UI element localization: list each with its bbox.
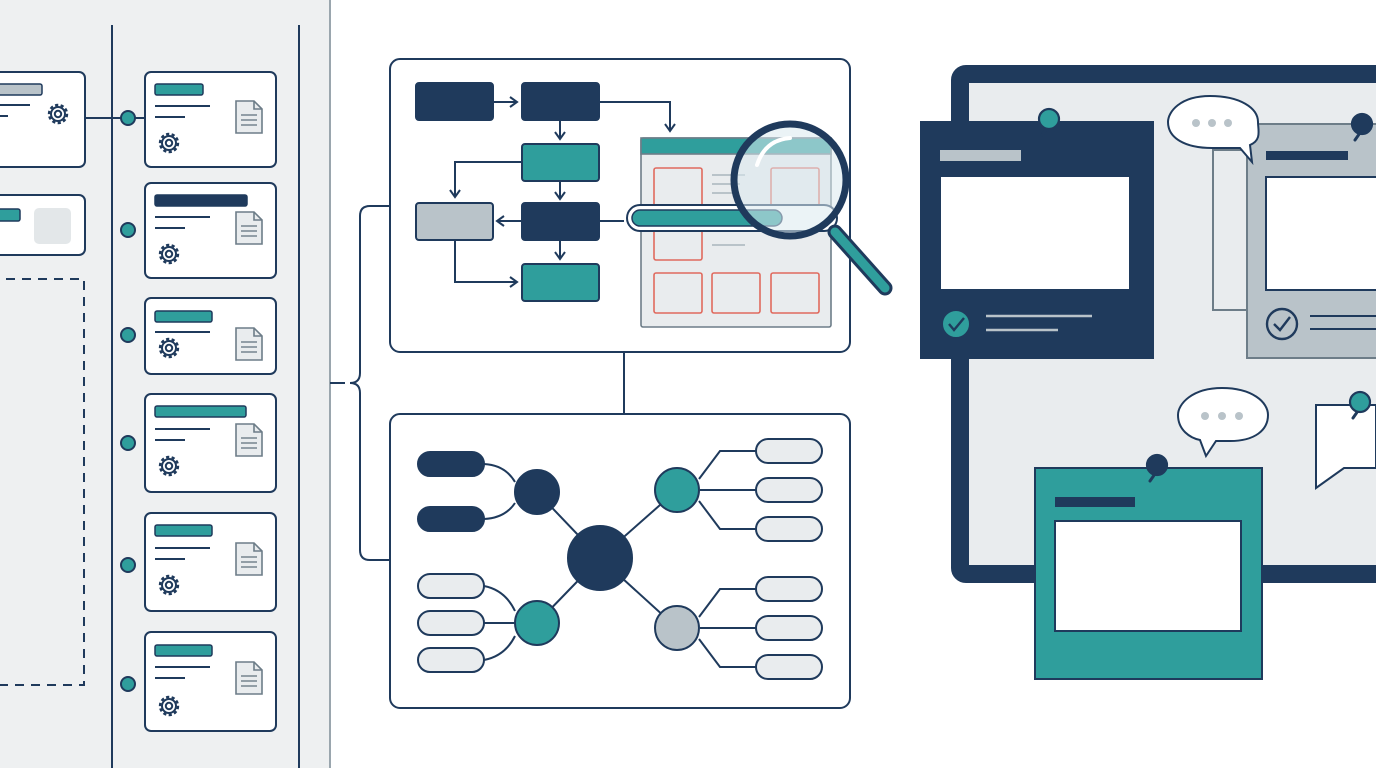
flow-node — [521, 263, 600, 302]
document-icon — [235, 423, 263, 457]
document-icon — [235, 327, 263, 361]
partial-card-top — [0, 71, 128, 168]
speech-bubble-icon — [1166, 94, 1260, 166]
dashed-placeholder — [0, 278, 85, 686]
timeline-card — [120, 71, 277, 168]
flow-node — [415, 202, 494, 241]
mindmap-leaf — [417, 573, 485, 599]
mindmap-branch — [514, 469, 560, 515]
mindmap-leaf — [755, 615, 823, 641]
timeline-panel — [0, 0, 331, 768]
timeline-card — [120, 297, 277, 375]
magnifier-icon — [626, 120, 893, 296]
bracket-connector — [330, 205, 625, 561]
mindmap-leaf — [755, 576, 823, 602]
mindmap-leaf — [755, 516, 823, 542]
mindmap-branch — [654, 467, 700, 513]
sticky-note-teal — [1034, 467, 1263, 680]
mindmap-leaf — [755, 477, 823, 503]
mindmap-leaf — [417, 647, 485, 673]
mindmap-branch — [654, 605, 700, 651]
timeline-card — [120, 631, 277, 732]
check-circle-icon — [1265, 307, 1299, 341]
document-icon — [235, 661, 263, 695]
flowchart-panel — [389, 58, 893, 353]
document-icon — [235, 100, 263, 134]
flow-node — [521, 143, 600, 182]
flow-node — [521, 82, 600, 121]
mindmap-leaf — [755, 438, 823, 464]
mindmap-leaf — [417, 451, 485, 477]
timeline-card — [120, 393, 277, 493]
mindmap-leaf — [755, 654, 823, 680]
sticky-note-navy — [920, 121, 1154, 359]
flow-node — [415, 82, 494, 121]
document-icon — [235, 542, 263, 576]
timeline-card — [120, 182, 277, 279]
timeline-card — [120, 512, 277, 612]
document-icon — [235, 211, 263, 245]
partial-card-middle — [0, 194, 86, 256]
flow-node — [521, 202, 600, 241]
speech-bubble-icon — [1176, 386, 1270, 459]
pinboard — [920, 65, 1376, 680]
mindmap-leaf — [417, 610, 485, 636]
check-circle-icon — [941, 309, 971, 339]
speech-bubble-icon — [1315, 404, 1376, 490]
mindmap-hub — [567, 525, 633, 591]
mindmap-leaf — [417, 506, 485, 532]
flow-arrows — [449, 96, 676, 288]
sticky-note-gray — [1212, 123, 1376, 359]
mindmap-branch — [514, 600, 560, 646]
mindmap-panel — [389, 413, 851, 709]
